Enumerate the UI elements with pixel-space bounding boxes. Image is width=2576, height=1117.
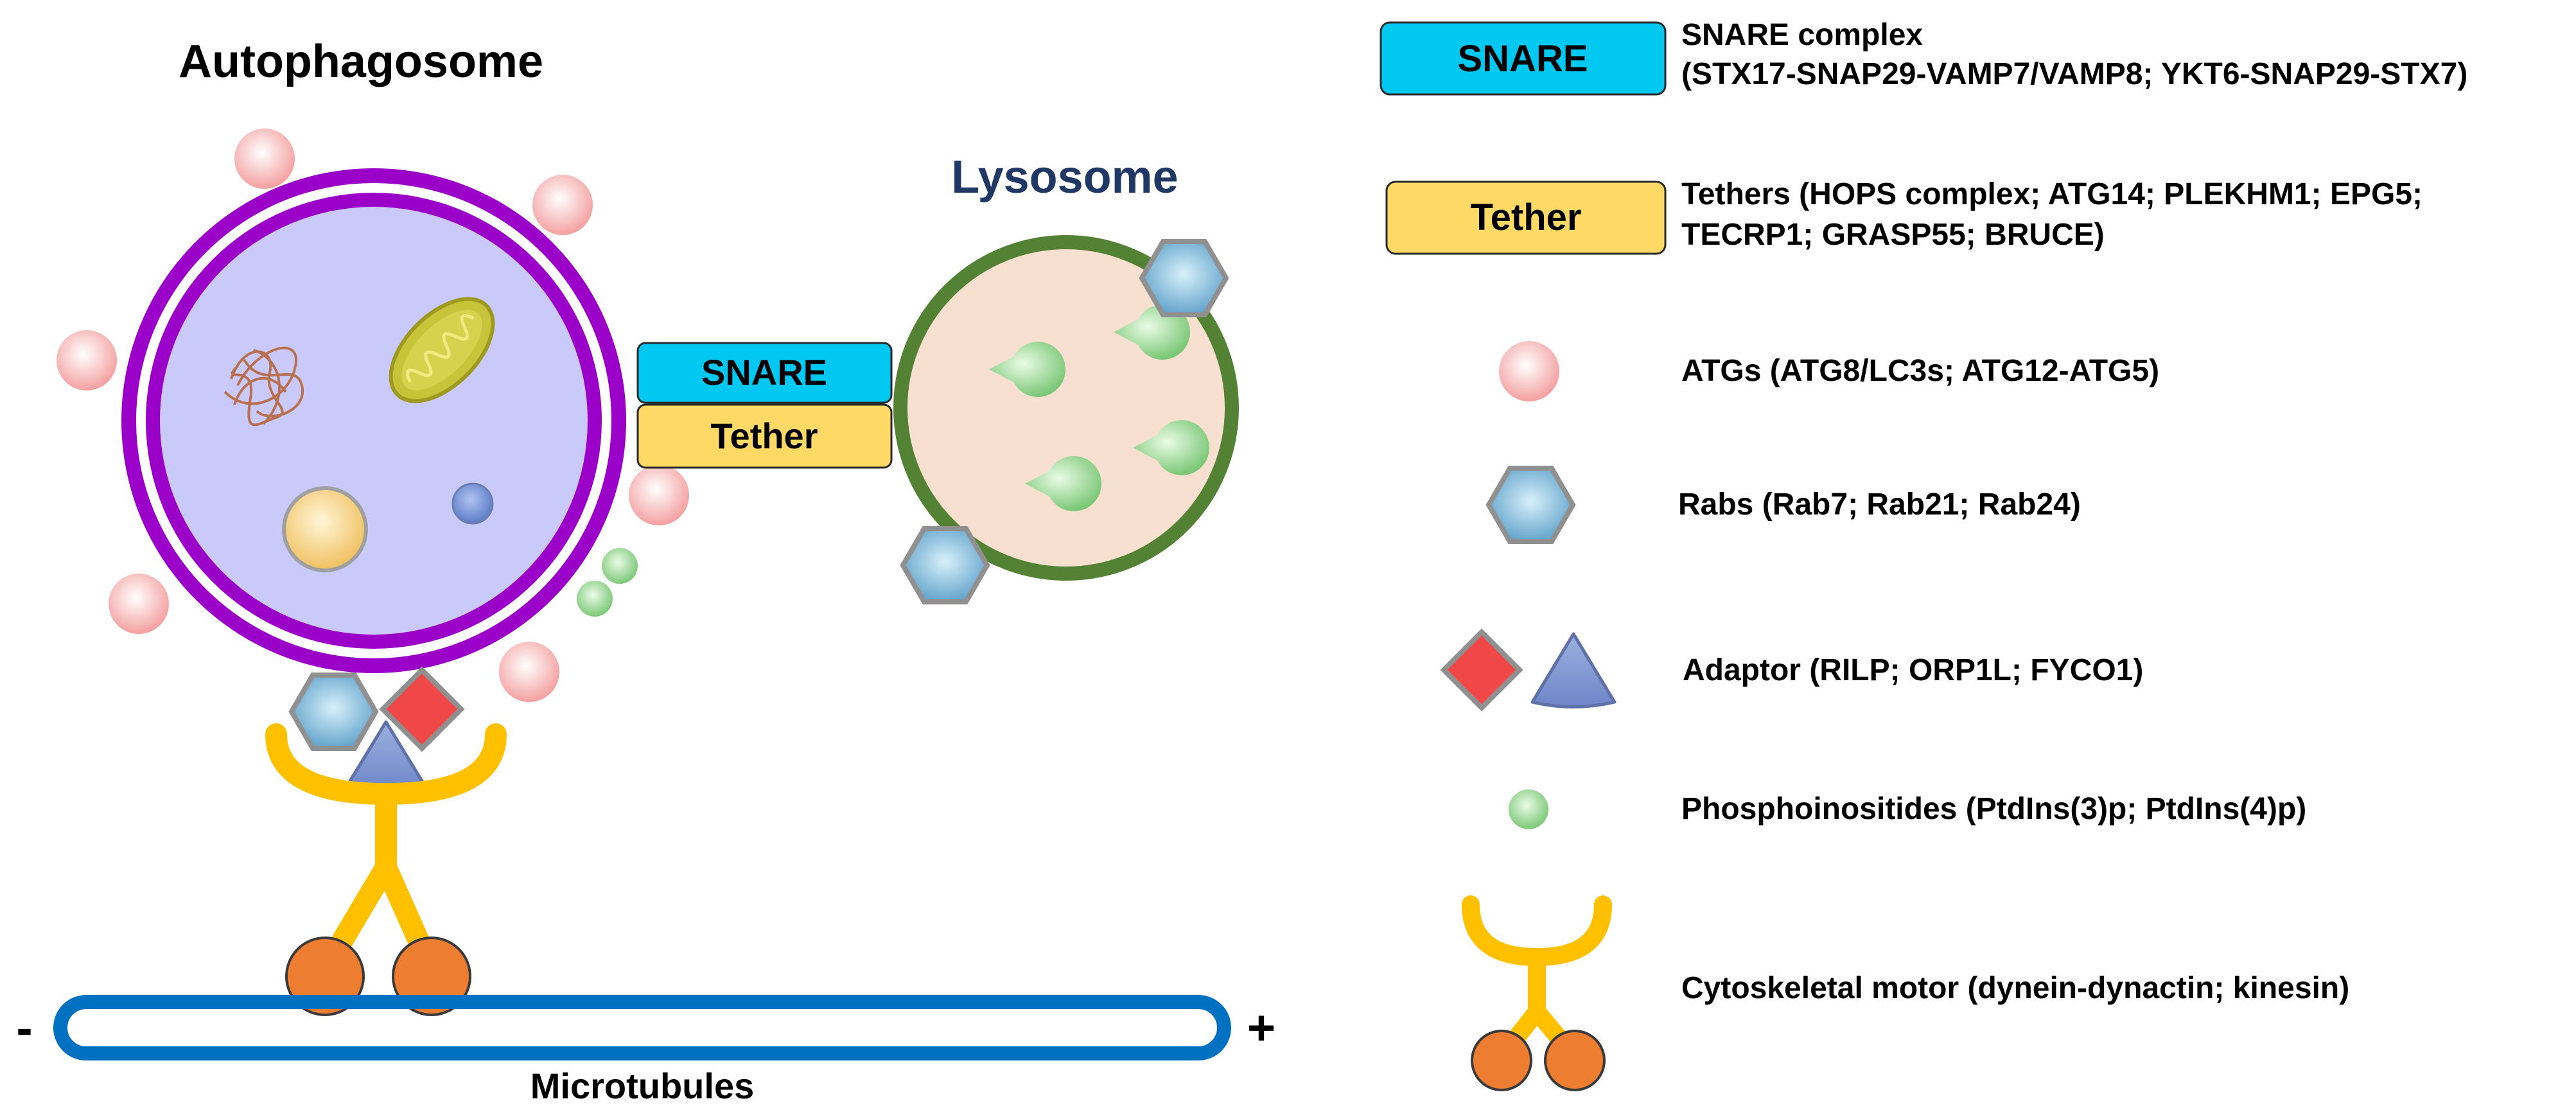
legend-tether-text-line1: Tethers (HOPS complex; ATG14; PLEKHM1; E… (1681, 177, 2423, 211)
atg-icon (532, 175, 593, 235)
snare-box-label: SNARE (701, 352, 827, 392)
legend-snare-box-label: SNARE (1457, 38, 1588, 80)
legend-motor-head (1544, 1030, 1606, 1091)
atg-icon (234, 128, 295, 189)
legend-rab-icon (1485, 466, 1576, 544)
legend-item-phosphoinositides: Phosphoinositides (PtdIns(3)p; PtdIns(4)… (1509, 789, 2306, 829)
hydrolase-icon (989, 342, 1066, 397)
cargo-mitochondrion (389, 297, 495, 403)
legend-tether-text-line2: TECRP1; GRASP55; BRUCE) (1681, 218, 2105, 252)
legend-snare-text-line2: (STX17-SNAP29-VAMP7/VAMP8; YKT6-SNAP29-S… (1681, 57, 2467, 91)
legend-item-adaptor: Adaptor (RILP; ORP1L; FYCO1) (1440, 628, 2143, 712)
atg-icon (499, 642, 559, 702)
microtubule-track (53, 995, 1231, 1060)
legend-tether-box-label: Tether (1471, 197, 1582, 238)
adaptor-diamond-icon (379, 666, 465, 752)
cargo-lipid-droplet (282, 486, 368, 572)
legend-snare-box (1380, 21, 1667, 96)
autophagosome-title: Autophagosome (179, 36, 543, 87)
cargo-protein-aggregate (223, 346, 304, 427)
lysosome-enzymes (989, 304, 1210, 511)
legend-adaptor-diamond-icon (1440, 628, 1523, 712)
snare-box (636, 342, 893, 404)
microtubule-minus-end: - (16, 1001, 32, 1055)
rab-proteins (288, 239, 1229, 751)
legend-atgs-text: ATGs (ATG8/LC3s; ATG12-ATG5) (1681, 354, 2159, 388)
microtubules-label: Microtubules (530, 1066, 754, 1106)
legend: SNARE SNARE complex (STX17-SNAP29-VAMP7/… (1380, 18, 2467, 1091)
rab-icon (900, 526, 990, 604)
atg-icon (109, 574, 169, 634)
tether-box-label: Tether (711, 416, 818, 456)
legend-item-tether: Tether Tethers (HOPS complex; ATG14; PLE… (1385, 177, 2423, 255)
autophagosome (121, 168, 626, 673)
legend-phosphoinositide-icon (1509, 789, 1548, 829)
atg-icon (629, 465, 689, 525)
phosphoinositide-icon (602, 548, 638, 584)
hydrolase-icon (1114, 304, 1191, 360)
hydrolase-icon (1133, 420, 1210, 475)
legend-motor-head (1471, 1030, 1532, 1091)
phosphoinositide-icon (577, 581, 613, 617)
rab-icon (1139, 239, 1229, 317)
legend-snare-text-line1: SNARE complex (1681, 18, 1923, 52)
legend-motor-text: Cytoskeletal motor (dynein-dynactin; kin… (1681, 971, 2349, 1005)
cargo-small-vesicle (451, 482, 494, 525)
microtubule: - + Microtubules (16, 995, 1275, 1106)
hydrolase-icon (1025, 456, 1102, 511)
snare-bridge: SNARE (636, 342, 893, 404)
phosphoinositides (577, 548, 638, 617)
legend-tether-box (1385, 180, 1667, 255)
autophagosome-lumen (160, 207, 588, 635)
legend-item-rabs: Rabs (Rab7; Rab21; Rab24) (1485, 466, 2081, 544)
legend-rabs-text: Rabs (Rab7; Rab21; Rab24) (1678, 488, 2081, 522)
rab-icon (288, 673, 379, 751)
legend-adaptor-triangle-icon (1530, 632, 1617, 708)
legend-item-motor: Cytoskeletal motor (dynein-dynactin; kin… (1462, 895, 2349, 1091)
legend-adaptor-text: Adaptor (RILP; ORP1L; FYCO1) (1683, 653, 2143, 687)
atg-icon (57, 330, 117, 391)
microtubule-plus-end: + (1247, 1001, 1275, 1055)
legend-item-atgs: ATGs (ATG8/LC3s; ATG12-ATG5) (1499, 341, 2159, 401)
legend-motor-arm (1462, 895, 1612, 967)
tether-box (636, 403, 893, 469)
tether-bridge: Tether (636, 403, 893, 469)
legend-phosphoinositides-text: Phosphoinositides (PtdIns(3)p; PtdIns(4)… (1681, 792, 2306, 826)
legend-item-snare: SNARE SNARE complex (STX17-SNAP29-VAMP7/… (1380, 18, 2467, 96)
atg-proteins (57, 128, 689, 702)
legend-atg-icon (1499, 341, 1559, 401)
lysosome-title: Lysosome (951, 152, 1178, 203)
